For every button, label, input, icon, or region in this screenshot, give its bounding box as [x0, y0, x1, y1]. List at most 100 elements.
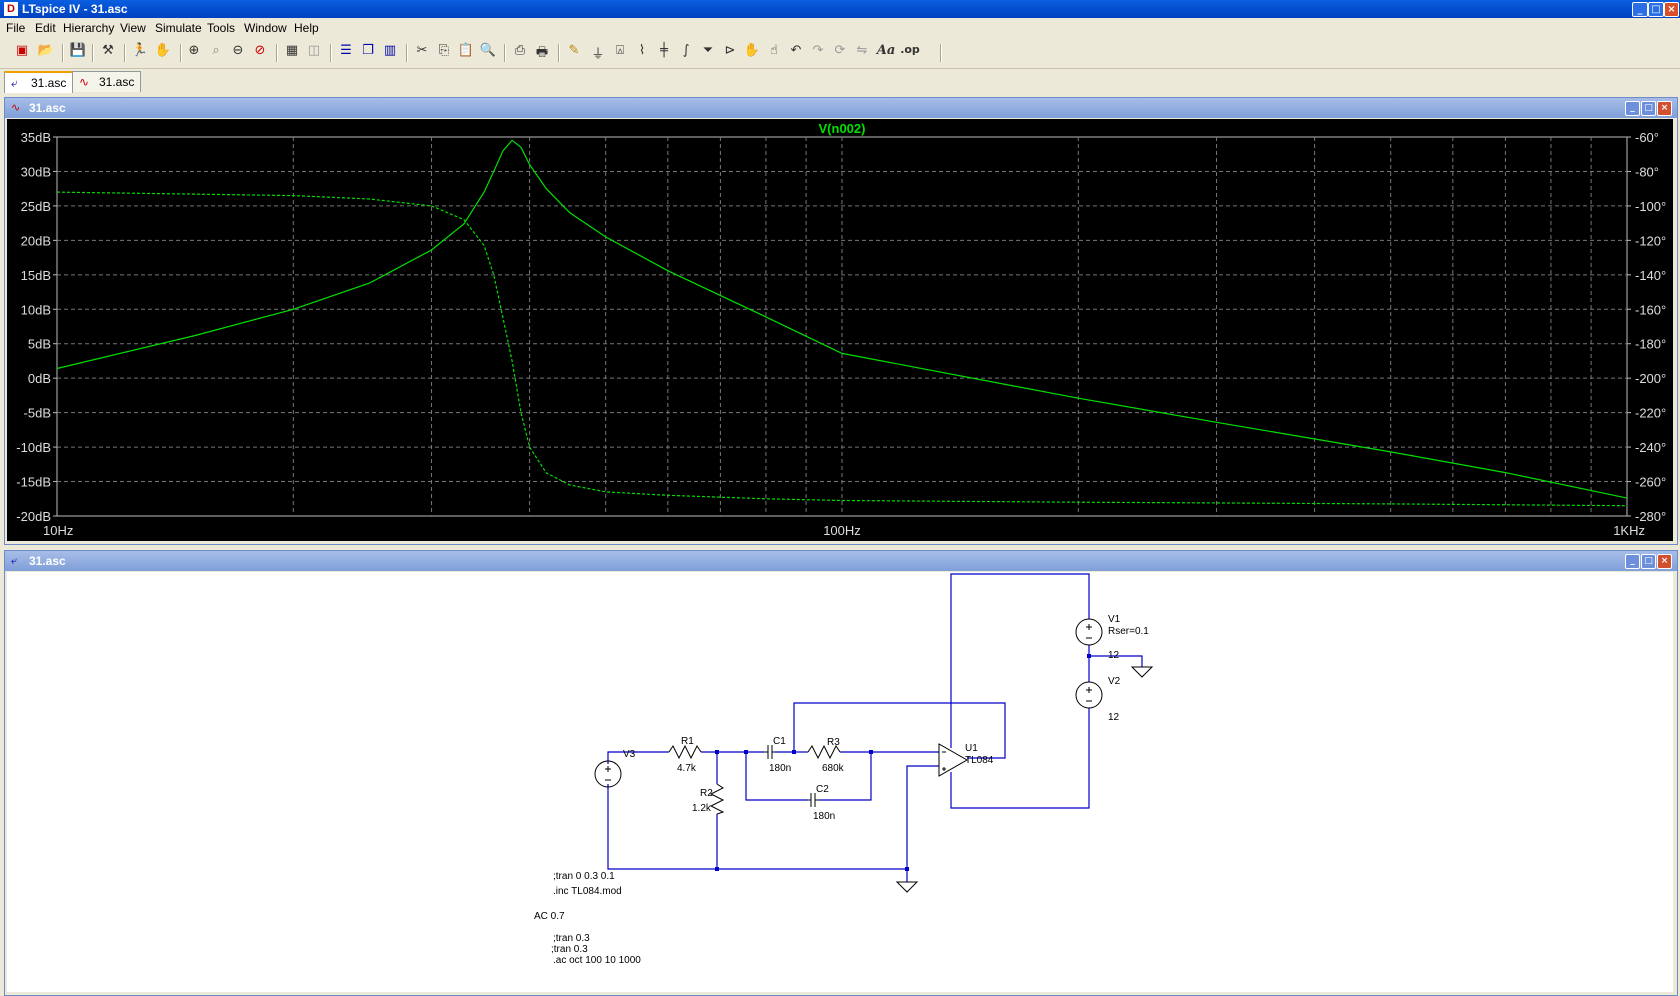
paste-icon[interactable]: 📋 — [457, 43, 475, 58]
voltage-source-v3-symbol[interactable] — [594, 760, 622, 788]
magnitude-trace[interactable] — [56, 139, 1628, 499]
menu-help[interactable]: Help — [294, 21, 319, 35]
maximize-button[interactable]: □ — [1648, 2, 1664, 17]
schematic-icon: ⤶ — [11, 554, 18, 567]
wire[interactable] — [819, 752, 872, 801]
save-icon[interactable]: 💾 — [69, 43, 87, 58]
wire[interactable] — [745, 752, 808, 801]
voltage-source-v2-symbol[interactable] — [1075, 681, 1103, 709]
ground-icon[interactable] — [1130, 666, 1154, 678]
cascade-icon[interactable]: ❐ — [362, 43, 374, 58]
run-icon[interactable]: 🏃 — [131, 43, 149, 58]
directive-text[interactable]: ;tran 0 0.3 0.1 — [553, 871, 615, 882]
capacitor-c2-symbol[interactable] — [808, 793, 819, 807]
undo-icon[interactable]: ↶ — [790, 43, 802, 58]
drag-icon[interactable]: ☝ — [770, 43, 778, 58]
find-icon[interactable]: 🔍 — [479, 43, 497, 58]
mirror-icon[interactable]: ⇋ — [856, 43, 868, 58]
bode-plot[interactable]: 35dB30dB25dB20dB15dB10dB5dB0dB-5dB-10dB-… — [7, 119, 1673, 541]
minimize-button[interactable]: _ — [1625, 101, 1640, 116]
wire[interactable] — [950, 573, 1090, 748]
draw-wire-icon[interactable]: ✎ — [568, 43, 580, 58]
schematic-window-titlebar[interactable]: ⤶ 31.asc _ □ × — [5, 551, 1677, 571]
wire[interactable] — [950, 708, 1090, 809]
label-net-icon[interactable]: ⍓ — [616, 43, 624, 58]
directive-text[interactable]: .ac oct 100 10 1000 — [553, 955, 641, 966]
directive-text[interactable]: ;tran 0.3 — [553, 933, 590, 944]
menu-window[interactable]: Window — [244, 21, 287, 35]
redo-icon[interactable]: ↷ — [812, 43, 824, 58]
maximize-button[interactable]: □ — [1641, 101, 1656, 116]
mark-unref-icon[interactable]: ◫ — [307, 43, 321, 58]
maximize-button[interactable]: □ — [1641, 554, 1656, 569]
zoom-in-icon[interactable]: ⊕ — [188, 43, 200, 58]
trace-title[interactable]: V(n002) — [819, 121, 866, 136]
resistor-icon[interactable]: ⌇ — [638, 43, 646, 58]
minimize-button[interactable]: _ — [1632, 2, 1648, 17]
tile-vertical-icon[interactable]: ▥ — [383, 43, 397, 58]
open-icon[interactable]: 📂 — [37, 43, 55, 58]
phase-trace[interactable] — [56, 191, 1628, 507]
voltage-source-v1-symbol[interactable] — [1075, 618, 1103, 646]
c1-value: 180n — [769, 763, 791, 774]
diode-icon[interactable]: ⏷ — [702, 43, 714, 58]
wire[interactable] — [793, 702, 1006, 759]
schematic-canvas[interactable]: R1 4.7k R2 1.2k R3 680k C1 180n C2 180n … — [7, 572, 1673, 992]
menu-file[interactable]: File — [6, 21, 26, 35]
move-icon[interactable]: ✋ — [743, 43, 761, 58]
ground-icon[interactable]: ⏚ — [591, 47, 605, 62]
rotate-icon[interactable]: ⟳ — [834, 43, 846, 58]
directive-text[interactable]: .inc TL084.mod — [553, 886, 622, 897]
autorange-icon[interactable]: ▦ — [285, 43, 299, 58]
wire[interactable] — [906, 765, 939, 882]
wire[interactable] — [607, 784, 907, 870]
opamp-u1-symbol[interactable] — [938, 743, 969, 777]
y-tick-label-right: -260° — [1635, 475, 1666, 490]
cut-icon[interactable]: ✂ — [416, 43, 428, 58]
capacitor-c1-symbol[interactable] — [764, 745, 775, 759]
zoom-area-icon[interactable]: ⌕ — [212, 43, 220, 58]
capacitor-icon[interactable]: ╪ — [660, 43, 668, 58]
close-button[interactable]: × — [1657, 554, 1672, 569]
inductor-icon[interactable]: ∫ — [682, 43, 690, 58]
directive-text[interactable]: ;tran 0.3 — [551, 944, 588, 955]
component-icon[interactable]: ⊳ — [724, 43, 736, 58]
menu-hierarchy[interactable]: Hierarchy — [63, 21, 115, 35]
y-tick-label-right: -80° — [1635, 164, 1659, 179]
title-bar[interactable]: D LTspice IV - 31.asc _ □ × — [0, 0, 1680, 18]
resistor-r2-symbol[interactable] — [709, 783, 725, 815]
zoom-out-icon[interactable]: ⊖ — [232, 43, 244, 58]
minimize-button[interactable]: _ — [1625, 554, 1640, 569]
menu-tools[interactable]: Tools — [207, 21, 236, 35]
print-icon[interactable]: 🖶 — [535, 45, 549, 60]
resistor-r3-symbol[interactable] — [807, 744, 841, 760]
halt-icon[interactable]: ✋ — [154, 43, 172, 58]
zoom-cancel-icon[interactable]: ⊘ — [254, 43, 266, 58]
control-panel-icon[interactable]: ⚒ — [102, 43, 114, 58]
copy-icon[interactable]: ⎘ — [438, 43, 450, 58]
tab-schematic[interactable]: ⤶ 31.asc — [4, 71, 74, 93]
close-button[interactable]: × — [1664, 2, 1679, 17]
ground-icon[interactable] — [895, 881, 919, 893]
waveform-window-title: 31.asc — [29, 101, 66, 115]
menu-simulate[interactable]: Simulate — [155, 21, 202, 35]
text-icon[interactable]: Aa — [876, 43, 896, 58]
menu-edit[interactable]: Edit — [35, 21, 56, 35]
resistor-r1-symbol[interactable] — [668, 744, 702, 760]
c1-name: C1 — [773, 736, 786, 747]
tab-waveform[interactable]: ∿ 31.asc — [72, 71, 142, 92]
wire[interactable] — [607, 751, 669, 764]
tile-horizontal-icon[interactable]: ☰ — [340, 43, 352, 58]
spice-directive-icon[interactable]: .op — [900, 43, 920, 56]
waveform-window-titlebar[interactable]: ∿ 31.asc _ □ × — [5, 98, 1677, 118]
menu-view[interactable]: View — [120, 21, 146, 35]
new-schematic-icon[interactable]: ▣ — [15, 43, 29, 58]
schematic-drawing[interactable]: R1 4.7k R2 1.2k R3 680k C1 180n C2 180n … — [7, 572, 1673, 992]
print-setup-icon[interactable]: ⎙ — [514, 43, 526, 58]
wire[interactable] — [1089, 655, 1143, 667]
wires[interactable] — [607, 573, 1143, 882]
source-value-text[interactable]: AC 0.7 — [534, 911, 565, 922]
close-button[interactable]: × — [1657, 101, 1672, 116]
